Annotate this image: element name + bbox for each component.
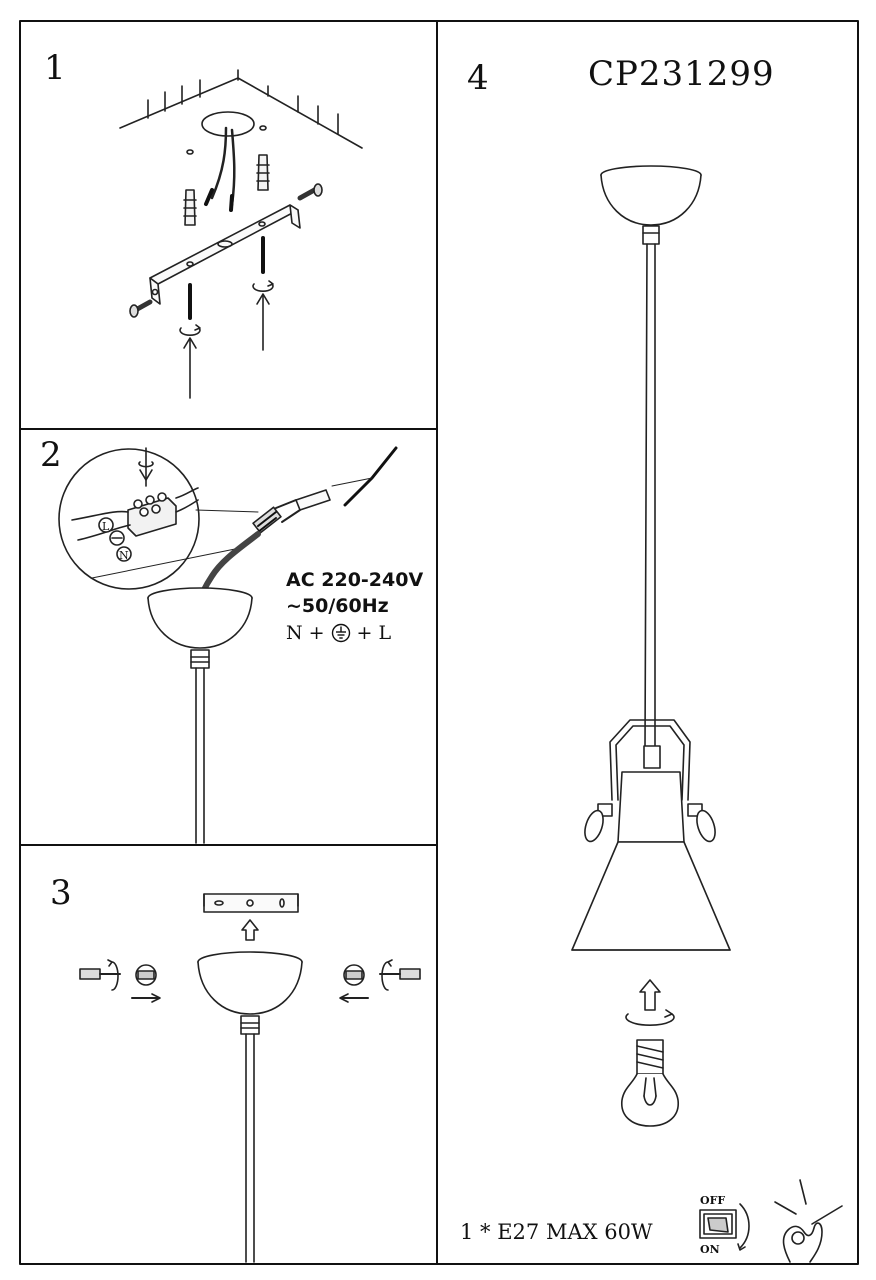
canopy bbox=[147, 587, 253, 844]
light-bulb-icon bbox=[621, 1039, 679, 1127]
live-label: L bbox=[378, 622, 392, 644]
canopy-4 bbox=[600, 165, 702, 245]
bulb-spec-label: 1 * E27 MAX 60W bbox=[460, 1220, 653, 1244]
ceiling-screw-left bbox=[179, 283, 201, 399]
panel-frames bbox=[19, 20, 859, 1265]
terminal-detail-circle bbox=[58, 448, 200, 590]
adjust-knob-left bbox=[584, 803, 613, 843]
panel-3-canopy-diagram bbox=[79, 893, 421, 1263]
svg-text:N: N bbox=[119, 549, 129, 562]
panel-1-mounting-diagram bbox=[119, 69, 363, 399]
ok-hand-icon bbox=[774, 1179, 843, 1263]
install-arrow bbox=[625, 979, 675, 1026]
power-switch-icon bbox=[699, 1203, 750, 1251]
canopy-3 bbox=[197, 951, 303, 1263]
svg-text:L: L bbox=[102, 520, 110, 533]
model-number: CP231299 bbox=[588, 54, 775, 94]
screwdriver-right bbox=[339, 959, 421, 1003]
terminal-block bbox=[71, 447, 199, 541]
yoke bbox=[609, 719, 691, 801]
pendant-cord bbox=[644, 243, 656, 749]
wall-plug-right bbox=[256, 125, 270, 191]
switch-off-label: OFF bbox=[700, 1194, 726, 1207]
up-arrow bbox=[241, 919, 259, 941]
step-1-number: 1 bbox=[44, 48, 66, 88]
ceiling-hole bbox=[201, 111, 255, 137]
ceiling-outline bbox=[119, 69, 363, 149]
voltage-label: AC 220-240V bbox=[286, 569, 424, 591]
supply-wires bbox=[204, 126, 236, 212]
connector-block bbox=[252, 506, 282, 534]
step-3-number: 3 bbox=[50, 873, 72, 913]
switch-on-label: ON bbox=[700, 1243, 720, 1256]
terminal-l-marker: L bbox=[98, 517, 114, 533]
panel-4-pendant-diagram bbox=[571, 165, 843, 1263]
adjust-knob-right bbox=[687, 803, 716, 843]
bracket-plate bbox=[203, 893, 299, 913]
terminal-n-marker: N bbox=[116, 546, 132, 562]
plus-sign: + bbox=[308, 622, 325, 644]
step-2-number: 2 bbox=[40, 435, 62, 475]
side-screw-right bbox=[297, 183, 323, 201]
step-4-number: 4 bbox=[467, 58, 489, 98]
electrical-spec: AC 220-240V ~50/60Hz bbox=[286, 567, 423, 619]
screwdriver-left bbox=[79, 959, 161, 1003]
earth-marker bbox=[109, 530, 125, 546]
earth-icon bbox=[331, 623, 350, 643]
wall-plug-left bbox=[183, 149, 197, 226]
mounting-bracket bbox=[149, 204, 301, 305]
panel-2-wiring-diagram: L N bbox=[58, 446, 398, 844]
lamp-shade bbox=[571, 771, 731, 951]
neutral-label: N bbox=[286, 622, 303, 644]
ceiling-screw-right bbox=[252, 236, 274, 351]
plus-sign-2: + bbox=[356, 622, 373, 644]
wiring-legend: N + + L bbox=[286, 622, 391, 644]
supply-cable bbox=[275, 446, 398, 523]
side-screw-left bbox=[129, 299, 153, 318]
frequency-label: ~50/60Hz bbox=[286, 595, 389, 617]
